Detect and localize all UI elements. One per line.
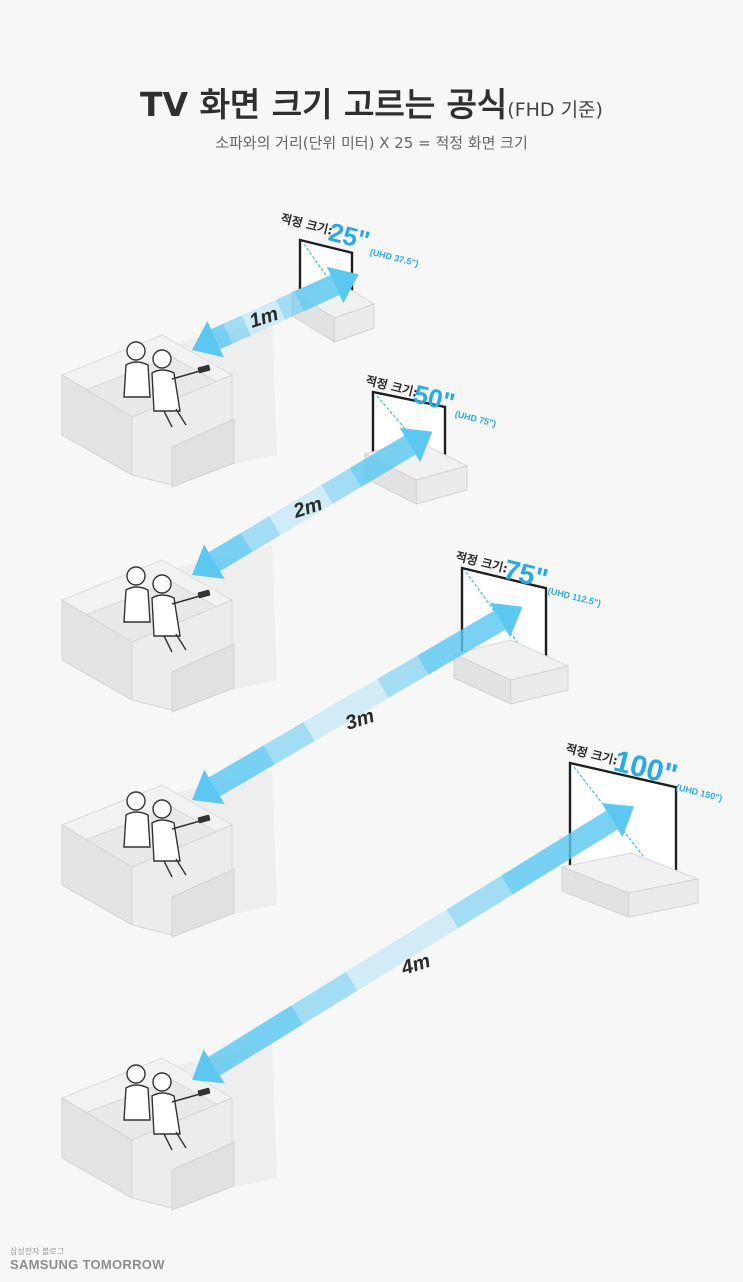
size-prefix: 적정 크기:: [279, 210, 334, 237]
tv-stand-icon: [452, 639, 570, 705]
couple-icon: [123, 1064, 211, 1151]
title-suffix: (FHD 기준): [507, 99, 603, 121]
sofa-icon: [60, 770, 277, 938]
distance-arrow-icon: [191, 266, 359, 358]
distance-arrow-icon: [191, 602, 523, 805]
sofa-icon: [60, 1043, 277, 1211]
sofa-icon: [60, 320, 277, 488]
page-title: TV 화면 크기 고르는 공식: [140, 85, 508, 124]
couple-icon: [123, 791, 211, 878]
distance-arrow-icon: [191, 802, 635, 1084]
couple-icon: [123, 566, 211, 653]
footer-brand: SAMSUNG TOMORROW: [10, 1257, 165, 1272]
subtitle: 소파와의 거리(단위 미터) X 25 = 적정 화면 크기: [215, 134, 528, 152]
remote-icon: [197, 1087, 211, 1097]
remote-icon: [197, 589, 211, 599]
title-block: TV 화면 크기 고르는 공식(FHD 기준): [0, 78, 743, 126]
remote-icon: [197, 364, 211, 374]
remote-icon: [197, 814, 211, 824]
distance-arrow-icon: [191, 427, 433, 579]
sofa-icon: [60, 545, 277, 713]
couple-icon: [123, 341, 211, 428]
footer: 삼성전자 블로그 SAMSUNG TOMORROW: [10, 1246, 165, 1272]
tv-stand-icon: [560, 852, 700, 918]
uhd-value: (UHD 150"): [675, 782, 723, 803]
footer-blog-label: 삼성전자 블로그: [10, 1247, 65, 1256]
uhd-value: (UHD 75"): [454, 409, 497, 429]
uhd-value: (UHD 37.5"): [369, 247, 420, 269]
uhd-value: (UHD 112.5"): [547, 586, 602, 609]
